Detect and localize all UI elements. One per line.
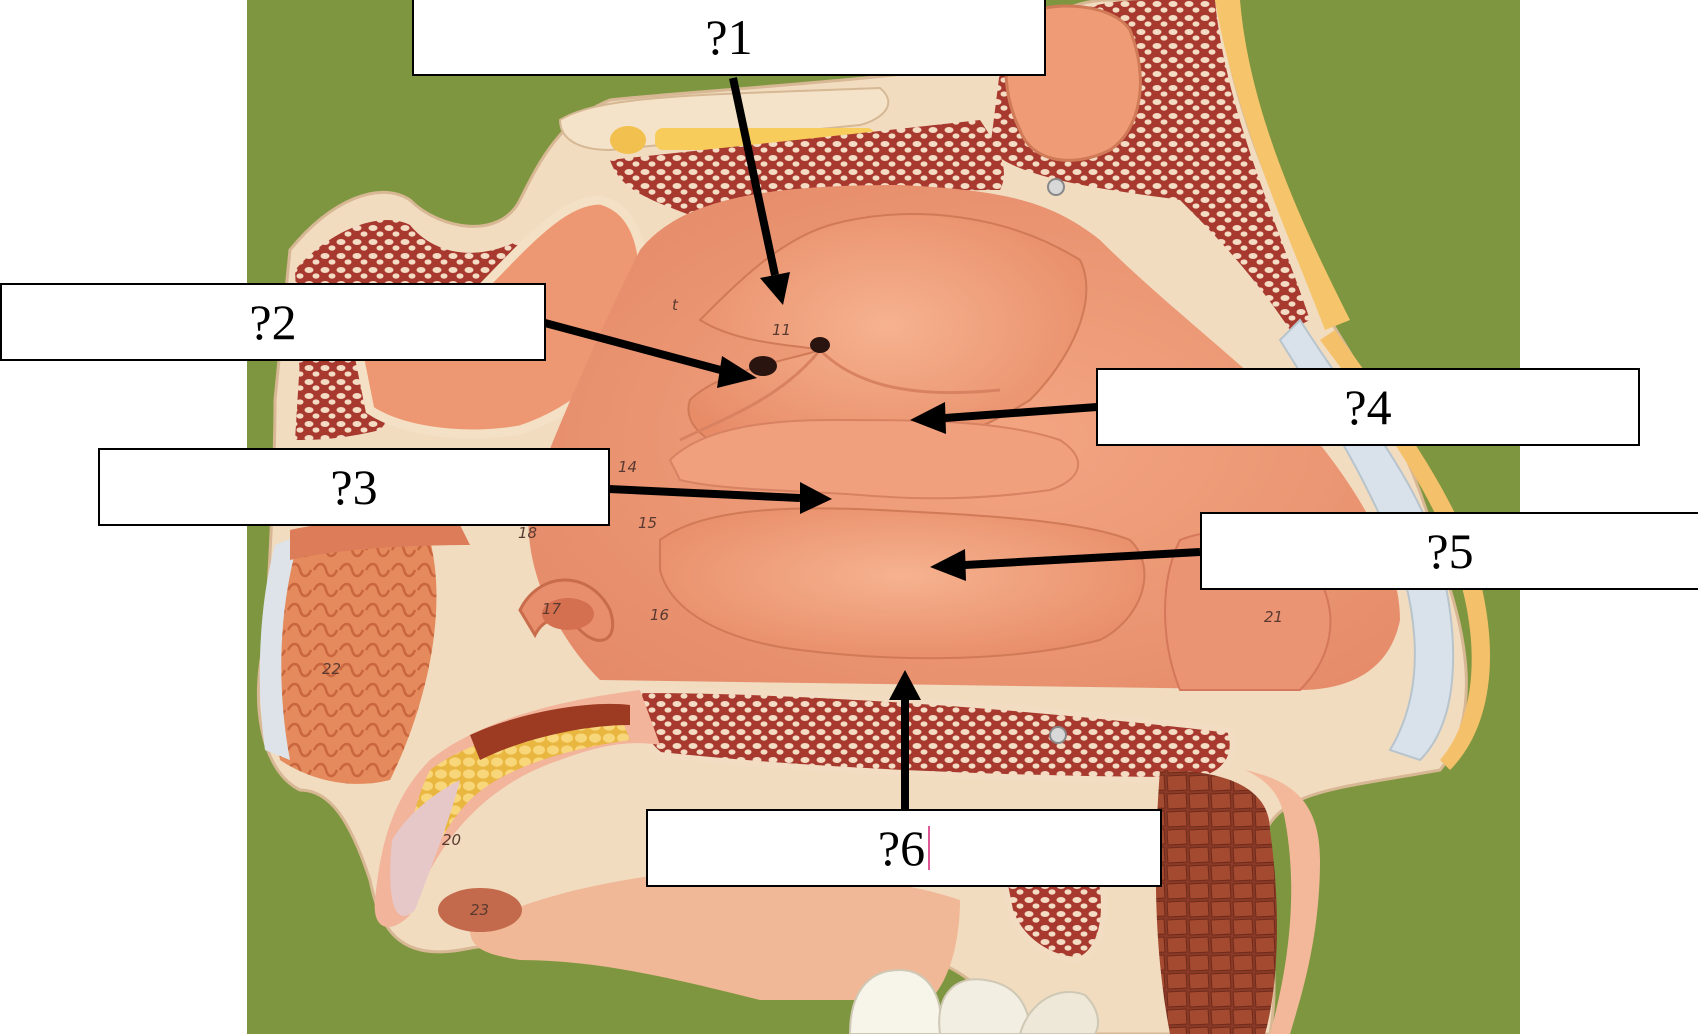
arrow-2-head xyxy=(717,356,757,388)
model-number-22: 22 xyxy=(322,660,341,678)
inferior-concha xyxy=(659,507,1146,660)
label-box-5[interactable]: ?5 xyxy=(1200,512,1698,590)
label-box-6[interactable]: ?6 xyxy=(646,809,1162,887)
soft-palate-muscle xyxy=(470,703,630,760)
screw-lower xyxy=(1049,726,1067,744)
label-6-text: ?6 xyxy=(877,820,926,876)
label-box-3[interactable]: ?3 xyxy=(98,448,610,526)
model-number-23: 23 xyxy=(470,901,489,919)
oral-cavity xyxy=(470,870,960,1000)
model-number-11: 11 xyxy=(772,321,791,339)
label-box-4[interactable]: ?4 xyxy=(1096,368,1640,446)
middle-concha xyxy=(668,418,1080,500)
label-1-text: ?1 xyxy=(705,9,753,65)
uvula-section xyxy=(390,780,460,916)
soft-palate xyxy=(374,690,660,927)
model-letter-t: t xyxy=(672,296,679,314)
arrow-4-line xyxy=(944,403,1098,422)
label-box-2[interactable]: ?2 xyxy=(0,283,546,361)
lip-skin xyxy=(1245,770,1320,1034)
model-number-17: 17 xyxy=(542,600,562,618)
arrow-5-line xyxy=(964,548,1201,569)
arrow-3-head xyxy=(800,482,832,514)
arrow-3-line xyxy=(608,485,801,502)
sinus-ostium-upper xyxy=(810,337,830,353)
leader-arrows xyxy=(543,77,1201,810)
label-5-text: ?5 xyxy=(1426,523,1474,579)
model-number-20: 20 xyxy=(442,831,461,849)
tongue-base-pit xyxy=(438,888,522,932)
label-3-text: ?3 xyxy=(330,459,378,515)
model-number-18: 18 xyxy=(518,524,537,542)
soft-palate-fat xyxy=(395,715,630,915)
arrow-1-head xyxy=(760,272,790,305)
model-number-21: 21 xyxy=(1264,608,1283,626)
lymphoid-tissue xyxy=(273,531,437,784)
screw-upper xyxy=(1047,178,1065,196)
pharyngeal-opening xyxy=(542,598,594,630)
model-number-16: 16 xyxy=(650,606,669,624)
sinus-ostium-lower xyxy=(749,356,777,376)
label-4-text: ?4 xyxy=(1344,379,1392,435)
posterior-cartilage xyxy=(259,535,300,760)
arrow-2-line xyxy=(543,319,730,376)
upper-lip-muscle xyxy=(1155,770,1277,1034)
skin-layer-top xyxy=(1215,0,1350,330)
arrow-1-line xyxy=(729,77,779,276)
molar-tooth xyxy=(1018,990,1099,1034)
arrow-5-head xyxy=(930,549,966,581)
label-2-text: ?2 xyxy=(249,294,297,350)
arrow-6-head xyxy=(889,670,921,700)
model-number-15: 15 xyxy=(638,514,657,532)
model-number-14: 14 xyxy=(618,458,637,476)
text-cursor xyxy=(928,826,931,870)
label-box-1[interactable]: ?1 xyxy=(412,0,1046,76)
nasopharynx-tissue xyxy=(290,521,470,560)
arrow-4-head xyxy=(910,402,946,434)
olfactory-bulb xyxy=(610,126,646,154)
